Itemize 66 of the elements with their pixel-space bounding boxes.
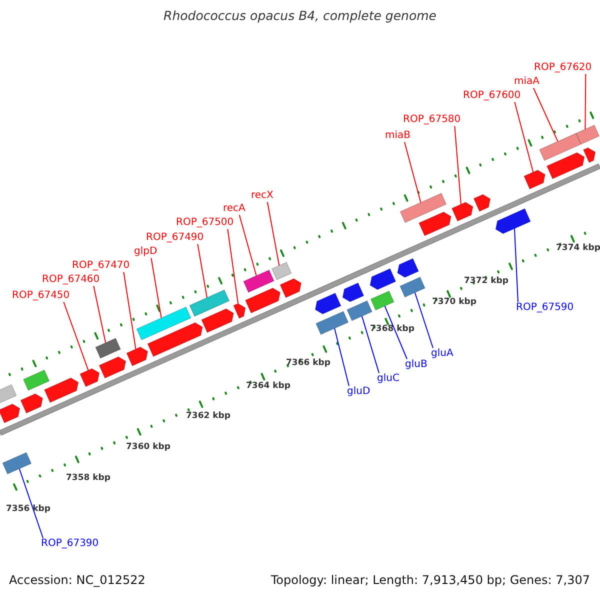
scale-label: 7358 kbp <box>66 472 110 484</box>
genome-stats-label: Topology: linear; Length: 7,913,450 bp; Genes: 7,307 <box>270 574 590 586</box>
scale-label: 7364 kbp <box>246 380 290 392</box>
gene-block <box>271 262 292 280</box>
gene-label: ROP_67590 <box>516 302 574 314</box>
leader-line <box>227 228 239 304</box>
gene-label: ROP_67460 <box>42 274 100 286</box>
gene-label: recA <box>223 203 246 215</box>
gene-label: ROP_67390 <box>41 538 99 550</box>
gene-block <box>136 306 192 340</box>
gene-block <box>233 303 246 319</box>
gene-block <box>95 338 121 359</box>
gene-block <box>451 202 474 222</box>
scale-label: 7370 kbp <box>432 296 476 308</box>
gene-label: ROP_67500 <box>176 217 234 229</box>
gene-block <box>80 368 100 388</box>
gene-label: gluB <box>405 359 428 371</box>
gene-block <box>370 290 394 310</box>
leader-line <box>454 126 462 205</box>
accession-label: Accession: NC_012522 <box>9 574 146 586</box>
gene-label: ROP_67470 <box>72 260 130 272</box>
leader-line <box>404 142 422 203</box>
leader-line <box>93 286 106 344</box>
leader-line <box>361 316 380 374</box>
leader-line <box>266 202 280 266</box>
gene-block <box>0 404 20 424</box>
gene-label: ROP_67490 <box>146 232 204 244</box>
leader-line <box>584 74 586 130</box>
gene-label: ROP_67450 <box>12 290 70 302</box>
leader-line <box>123 272 136 350</box>
gene-block <box>495 208 531 234</box>
leader-line <box>414 292 434 348</box>
scale-label: 7372 kbp <box>464 275 508 287</box>
scale-label: 7366 kbp <box>286 357 330 369</box>
leader-line <box>18 468 44 538</box>
gene-label: ROP_67580 <box>403 114 461 126</box>
gene-block <box>243 270 274 293</box>
gene-label: ROP_67620 <box>534 62 592 74</box>
leader-line <box>150 258 162 318</box>
leader-line <box>197 244 208 298</box>
scale-label: 7362 kbp <box>186 410 230 422</box>
gene-label: miaB <box>385 130 411 142</box>
scale-label: 7360 kbp <box>126 441 170 453</box>
leader-line <box>238 214 257 276</box>
gene-block <box>126 346 148 366</box>
gene-label: gluD <box>347 386 370 398</box>
leader-line <box>63 302 89 371</box>
title: Rhodococcus opacus B4, complete genome <box>162 10 438 22</box>
leader-line <box>514 102 534 173</box>
gene-block <box>20 393 44 414</box>
gene-label: recX <box>251 190 274 202</box>
gene-block <box>280 278 302 298</box>
gene-block <box>346 300 372 322</box>
gene-block <box>524 170 546 190</box>
gene-label: gluA <box>431 348 454 360</box>
scale-label: 7374 kbp <box>556 242 600 254</box>
gene-label: gluC <box>377 373 400 385</box>
scale-label: 7368 kbp <box>370 323 414 335</box>
scale-label: 7356 kbp <box>6 503 50 515</box>
gene-label: glpD <box>134 246 158 258</box>
leader-line <box>384 306 408 360</box>
gene-label: ROP_67600 <box>463 90 521 102</box>
gene-block <box>576 124 600 145</box>
leader-line <box>334 328 350 386</box>
leader-line <box>533 88 558 142</box>
gene-label: miaA <box>514 76 540 88</box>
